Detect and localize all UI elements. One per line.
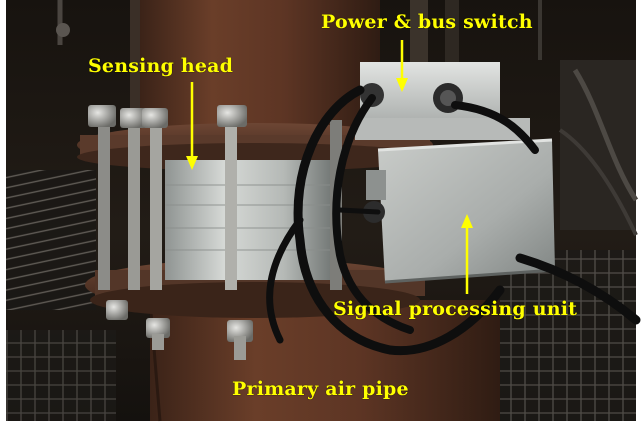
primary-air-pipe-label: Primary air pipe — [232, 378, 409, 400]
sensing-head-label: Sensing head — [88, 55, 234, 77]
annotation-arrows — [186, 40, 473, 294]
sensing-head — [165, 160, 335, 280]
power-bus-switch-label: Power & bus switch — [321, 11, 533, 33]
signal-processing-unit-label: Signal processing unit — [333, 298, 578, 320]
cables — [266, 85, 641, 356]
signal-processing-unit — [363, 138, 556, 284]
